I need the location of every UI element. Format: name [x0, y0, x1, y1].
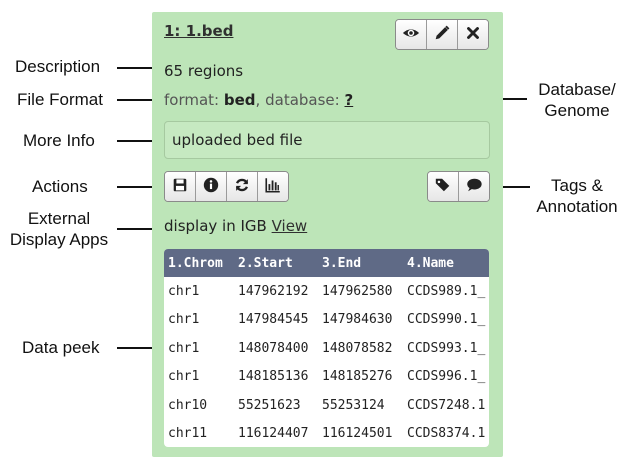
callout-database-line1: Database/ [538, 80, 616, 99]
peek-cell: 147962580 [322, 283, 393, 299]
info-box: uploaded bed file [164, 121, 490, 159]
peek-table: 1.Chrom 2.Start 3.End 4.Name chr1 147962… [164, 249, 489, 447]
display-view-link[interactable]: View [271, 217, 308, 235]
dataset-summary: 65 regions [164, 62, 244, 80]
callout-external-display-line2: Display Apps [9, 230, 109, 249]
peek-cell: chr1 [168, 312, 200, 328]
close-icon [464, 24, 482, 46]
database-label: database: [265, 91, 340, 109]
display-label: display in IGB [164, 217, 267, 235]
peek-column-header: 4.Name [403, 249, 489, 277]
tags-icon [434, 176, 452, 198]
callout-line-actions [117, 186, 155, 188]
info-text: uploaded bed file [172, 131, 303, 149]
callout-database: Database/ Genome [522, 79, 632, 121]
callout-data-peek: Data peek [22, 338, 100, 357]
rerun-button[interactable] [227, 172, 258, 201]
peek-cell: chr1 [168, 283, 200, 299]
callout-line-tags [492, 186, 530, 188]
format-separator: , [255, 91, 261, 109]
peek-cell: 147962192 [238, 283, 309, 299]
callout-external-display-line1: External [27, 209, 91, 228]
peek-cell: CCDS989.1_ [407, 283, 486, 299]
callout-more-info: More Info [23, 131, 95, 150]
callout-line-file-format [117, 99, 155, 101]
callout-description: Description [15, 57, 101, 76]
peek-cell: 116124407 [238, 426, 309, 442]
peek-row: chr1 148185136 148185276 CCDS996.1_ [164, 363, 489, 392]
action-button-group [164, 171, 289, 202]
peek-cell: 147984630 [322, 312, 393, 328]
callout-tags: Tags & Annotation [522, 175, 632, 217]
pencil-icon [433, 24, 451, 46]
view-button[interactable] [396, 20, 427, 49]
callout-tags-line2: Annotation [536, 197, 618, 216]
info-button[interactable] [196, 172, 227, 201]
comment-icon [465, 176, 483, 198]
title-button-group [395, 19, 489, 50]
peek-column-header: 1.Chrom [164, 249, 234, 277]
dataset-panel: 1: 1.bed 65 regions format: bed, databas… [152, 12, 503, 457]
peek-cell: 116124501 [322, 426, 393, 442]
peek-row: chr1 147962192 147962580 CCDS989.1_ [164, 277, 489, 306]
peek-cell: 148185276 [322, 369, 393, 385]
peek-cell: 55253124 [322, 397, 385, 413]
peek-cell: 148078582 [322, 340, 393, 356]
download-button[interactable] [165, 172, 196, 201]
callout-line-data-peek [117, 347, 155, 349]
peek-cell: 147984545 [238, 312, 309, 328]
peek-cell: chr1 [168, 340, 200, 356]
peek-row: chr1 147984545 147984630 CCDS990.1_ [164, 306, 489, 335]
peek-cell: CCDS7248.1 [407, 397, 486, 413]
external-display-line: display in IGB View [164, 217, 307, 235]
database-value-link[interactable]: ? [344, 91, 354, 109]
peek-cell: CCDS993.1_ [407, 340, 486, 356]
peek-cell: chr11 [168, 426, 208, 442]
peek-cell: 148185136 [238, 369, 309, 385]
data-peek: 1.Chrom 2.Start 3.End 4.Name chr1 147962… [164, 249, 489, 447]
callout-file-format: File Format [17, 90, 103, 109]
peek-cell: 148078400 [238, 340, 309, 356]
peek-row: chr1 148078400 148078582 CCDS993.1_ [164, 334, 489, 363]
peek-cell: CCDS996.1_ [407, 369, 486, 385]
callout-actions: Actions [32, 177, 88, 196]
format-line: format: bed, database: ? [164, 91, 353, 109]
delete-button[interactable] [458, 20, 488, 49]
callout-line-description [117, 67, 155, 69]
peek-column-header: 2.Start [234, 249, 318, 277]
callout-line-more-info [117, 140, 155, 142]
peek-row: chr10 55251623 55253124 CCDS7248.1 [164, 391, 489, 420]
callout-tags-line1: Tags & [551, 176, 603, 195]
visualize-icon [264, 176, 282, 198]
callout-line-external-display [117, 228, 155, 230]
callout-database-line2: Genome [544, 101, 610, 120]
eye-icon [402, 24, 420, 46]
format-value: bed [223, 91, 256, 109]
edit-button[interactable] [427, 20, 458, 49]
peek-cell: chr1 [168, 369, 200, 385]
format-label: format: [164, 91, 220, 109]
annotation-button[interactable] [459, 172, 489, 201]
save-icon [171, 176, 189, 198]
callout-external-display: External Display Apps [9, 208, 109, 250]
peek-header-row: 1.Chrom 2.Start 3.End 4.Name [164, 249, 489, 277]
peek-column-header: 3.End [318, 249, 403, 277]
info-icon [202, 176, 220, 198]
peek-row: chr11 116124407 116124501 CCDS8374.1 [164, 420, 489, 448]
peek-cell: CCDS990.1_ [407, 312, 486, 328]
dataset-title[interactable]: 1: 1.bed [164, 22, 234, 40]
rerun-icon [233, 176, 251, 198]
peek-cell: chr10 [168, 397, 208, 413]
tags-button[interactable] [428, 172, 459, 201]
tag-button-group [427, 171, 490, 202]
peek-cell: 55251623 [238, 397, 301, 413]
peek-cell: CCDS8374.1 [407, 426, 486, 442]
visualize-button[interactable] [258, 172, 288, 201]
